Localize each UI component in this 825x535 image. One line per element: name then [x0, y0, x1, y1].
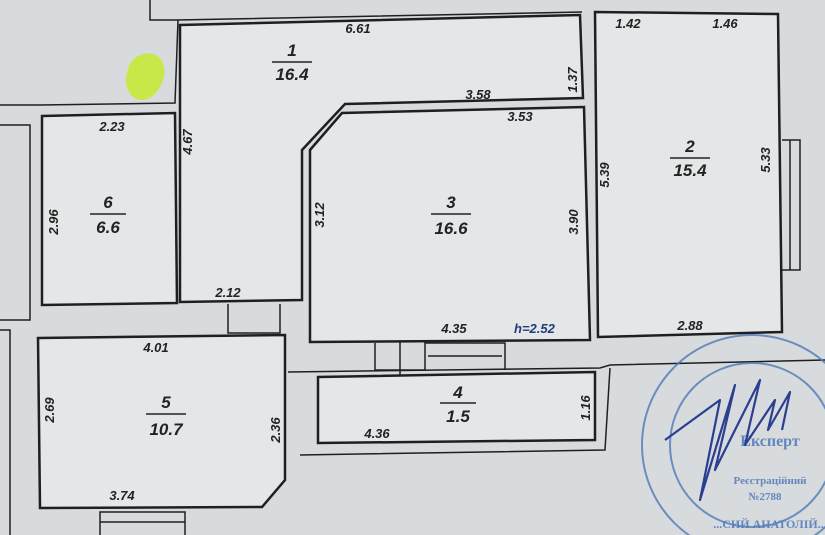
doorway-r3 [374, 342, 506, 371]
room-number: 1 [287, 41, 296, 60]
room-area: 16.4 [275, 65, 309, 84]
stamp-line1: Реєстраційний [734, 475, 808, 487]
dim-r4-bottom: 4.36 [363, 426, 390, 441]
room-label-5: 5 10.7 [146, 393, 186, 439]
room-6 [40, 111, 179, 307]
room-5 [36, 333, 287, 510]
room-area: 16.6 [434, 219, 468, 238]
room-label-1: 1 16.4 [272, 41, 312, 84]
window-r5 [99, 511, 186, 535]
stamp-title: Експерт [740, 433, 800, 450]
room-1 [178, 13, 585, 304]
room-area: 10.7 [149, 420, 184, 439]
stamp-ring-text: ...СИЙ АНАТОЛІЙ... [713, 517, 825, 531]
room-number: 2 [684, 137, 695, 156]
dim-r4-right: 1.16 [578, 395, 593, 421]
ceiling-height-label: h=2.52 [514, 321, 556, 336]
dim-r3-bottom: 4.35 [440, 321, 467, 336]
dim-r5-right: 2.36 [268, 417, 283, 444]
dim-r2-right: 5.33 [758, 147, 773, 173]
dim-r1-left: 4.67 [180, 129, 195, 156]
dim-r5-bottom: 3.74 [109, 488, 135, 503]
dim-r2-top-left: 1.42 [615, 16, 641, 31]
dim-r2-bottom: 2.88 [676, 318, 703, 333]
room-number: 4 [452, 383, 463, 402]
room-label-3: 3 16.6 [431, 193, 471, 238]
room-area: 6.6 [96, 218, 120, 237]
outer-wall-corner [149, 0, 178, 21]
room-2 [593, 10, 784, 339]
room-label-4: 4 1.5 [440, 383, 476, 426]
left-wall-lower [0, 329, 11, 535]
signature [664, 378, 792, 502]
dim-r3-left: 3.12 [312, 202, 327, 228]
dim-r5-left: 2.69 [42, 397, 57, 424]
doorway-r1 [227, 304, 281, 334]
dim-r6-left: 2.96 [46, 209, 61, 236]
room-3 [308, 105, 592, 344]
window-r2 [782, 139, 801, 271]
dim-r1-top: 6.61 [345, 21, 370, 36]
dimension-labels: 6.61 1.37 4.67 3.58 2.12 1.42 1.46 5.39 … [42, 16, 773, 503]
highlight-marker [125, 53, 165, 101]
dim-r5-top: 4.01 [142, 340, 168, 355]
dim-r2-left: 5.39 [597, 162, 612, 188]
dim-r1-bottom: 3.58 [465, 87, 491, 102]
dim-r1-bottom-left: 2.12 [214, 285, 241, 300]
room-area: 15.4 [673, 161, 707, 180]
dim-r6-top: 2.23 [98, 119, 125, 134]
official-stamp: Експерт Реєстраційний №2788 ...СИЙ АНАТО… [641, 334, 825, 535]
corridor-lower-wall [299, 367, 611, 456]
stamp-line2: №2788 [748, 491, 782, 503]
room-label-2: 2 15.4 [670, 137, 710, 180]
outer-wall-top [0, 11, 583, 106]
dim-r1-right: 1.37 [565, 67, 580, 93]
room-number: 5 [161, 393, 171, 412]
room-number: 3 [446, 193, 456, 212]
room-number: 6 [103, 193, 113, 212]
left-wall-stub [0, 124, 31, 321]
dim-r2-top-right: 1.46 [712, 16, 738, 31]
dim-r3-right: 3.90 [566, 209, 581, 235]
room-4 [316, 370, 597, 445]
corridor-wall [287, 359, 825, 373]
room-area: 1.5 [446, 407, 470, 426]
dim-r3-top: 3.53 [507, 109, 533, 124]
room-label-6: 6 6.6 [90, 193, 126, 237]
